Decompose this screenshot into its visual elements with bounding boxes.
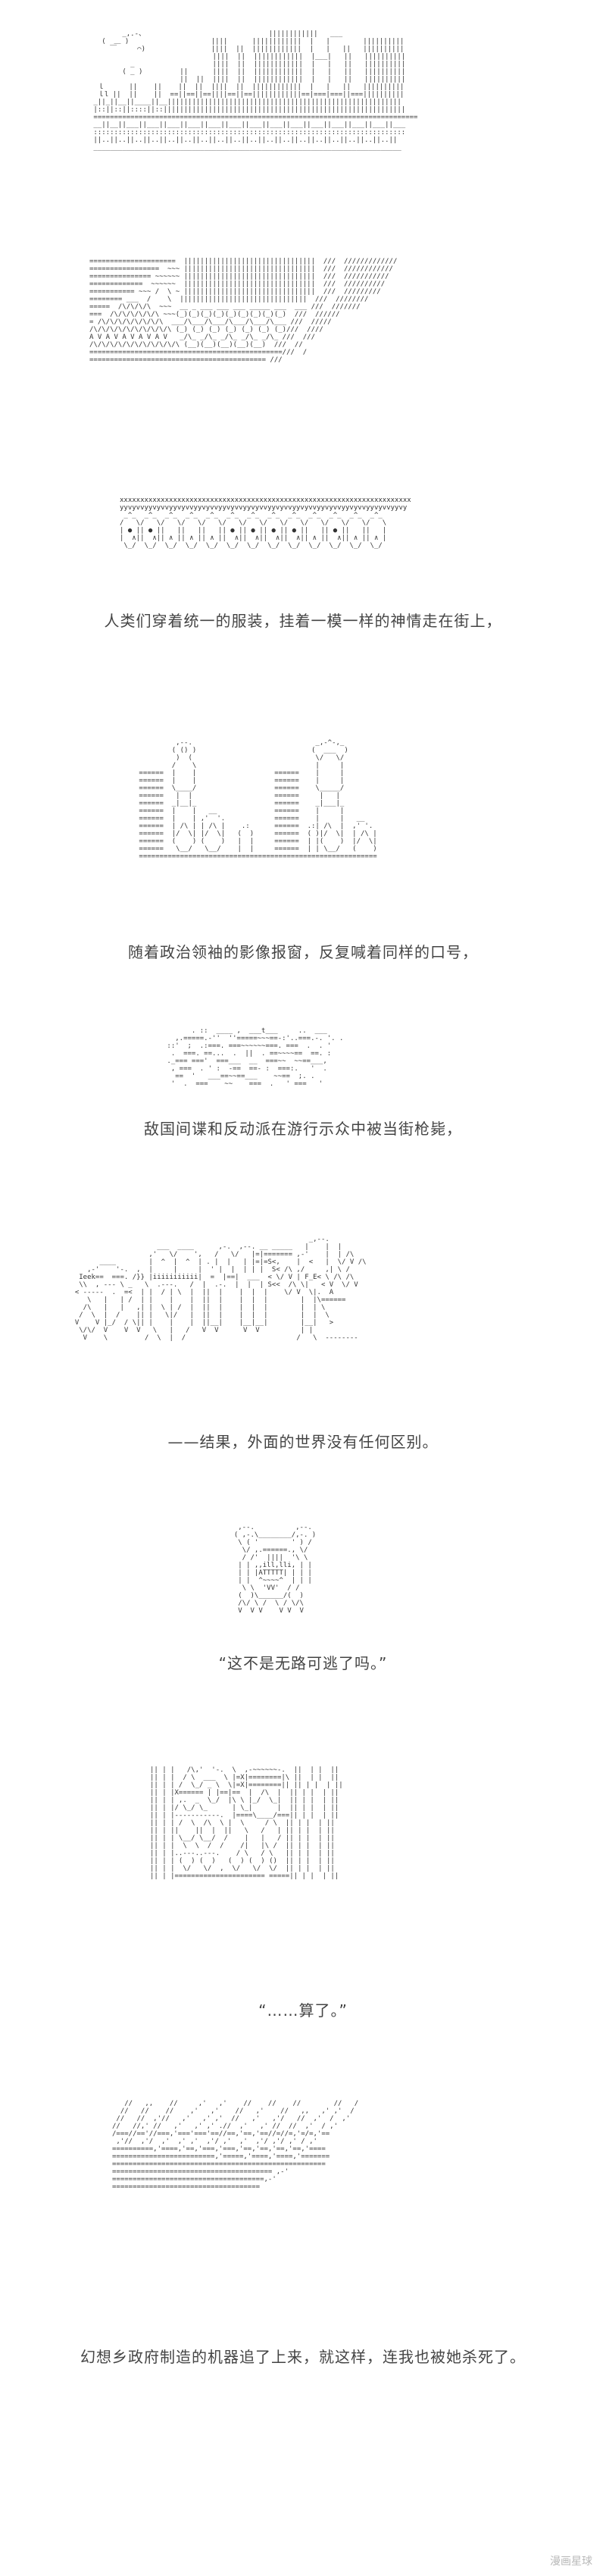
skyline-art-panel: _,.-、 |||||||||||| ___ ( ＿ ) |||| ||||||…	[89, 30, 483, 205]
caption-7: 幻想乡政府制造的机器追了上来，就这样，连我也被她杀死了。	[80, 2348, 526, 2366]
caption-2: 随着政治领袖的影像报窗，反复喊着同样的口号，	[128, 943, 478, 961]
character-ascii-art: ,--. ,--. ( ,-.\________/,-. ) \ ( ' ' )…	[233, 1524, 317, 1615]
attack-art-panel: // ,, // ,' ,' // // // // / // // // ,'…	[112, 2100, 495, 2343]
statues-ascii-art: ,--. _,-^-,_ ( () ) ( ___ ) ) ( \/ \/ / …	[139, 739, 377, 860]
character-art-panel: ,--. ,--. ( ,-.\________/,-. ) \ ( ' ' )…	[226, 1524, 381, 1653]
skyline-ascii-art: _,.-、 |||||||||||| ___ ( ＿ ) |||| ||||||…	[93, 30, 418, 152]
caption-1: 人类们穿着统一的服装，挂着一模一样的神情走在街上，	[104, 612, 502, 630]
caption-6: “……算了。”	[258, 2001, 348, 2020]
crowd-ascii-art: xxxxxxxxxxxxxxxxxxxxxxxxxxxxxxxxxxxxxxxx…	[120, 497, 411, 550]
cornered-ascii-art: || | | /\,' '-. \ ,-~~~~~~-. || | | || |…	[150, 1766, 343, 1880]
execution-ascii-art: . :: ____ , ___t___ .. ___ ,.=====.-'' '…	[167, 1027, 344, 1088]
street-art-panel: ===================== ||||||||||||||||||…	[89, 258, 483, 425]
watermark-text: 漫画星球	[550, 2556, 592, 2568]
statues-art-panel: ,--. _,-^-,_ ( () ) ( ___ ) ) ( \/ \/ / …	[135, 739, 468, 951]
crowd-art-panel: xxxxxxxxxxxxxxxxxxxxxxxxxxxxxxxxxxxxxxxx…	[120, 497, 468, 595]
attack-ascii-art: // ,, // ,' ,' // // // // / // // // ,'…	[112, 2100, 359, 2191]
alley-ascii-art: _,--. ___ ____ ,-. ,--. __ _____ | | | ,…	[74, 1236, 367, 1342]
execution-art-panel: . :: ____ , ___t___ .. ___ ,.=====.-'' '…	[163, 1027, 443, 1126]
street-ascii-art: ===================== ||||||||||||||||||…	[89, 258, 398, 364]
cornered-art-panel: || | | /\,' '-. \ ,-~~~~~~-. || | | || |…	[150, 1766, 449, 1994]
caption-4: ——结果，外面的世界没有任何区别。	[167, 1433, 439, 1451]
alley-art-panel: _,--. ___ ____ ,-. ,--. __ _____ | | | ,…	[67, 1236, 521, 1437]
caption-3: 敌国间谍和反动派在游行示众中被当街枪毙，	[144, 1120, 462, 1138]
caption-5: “这不是无路可逃了吗。”	[218, 1654, 388, 1672]
